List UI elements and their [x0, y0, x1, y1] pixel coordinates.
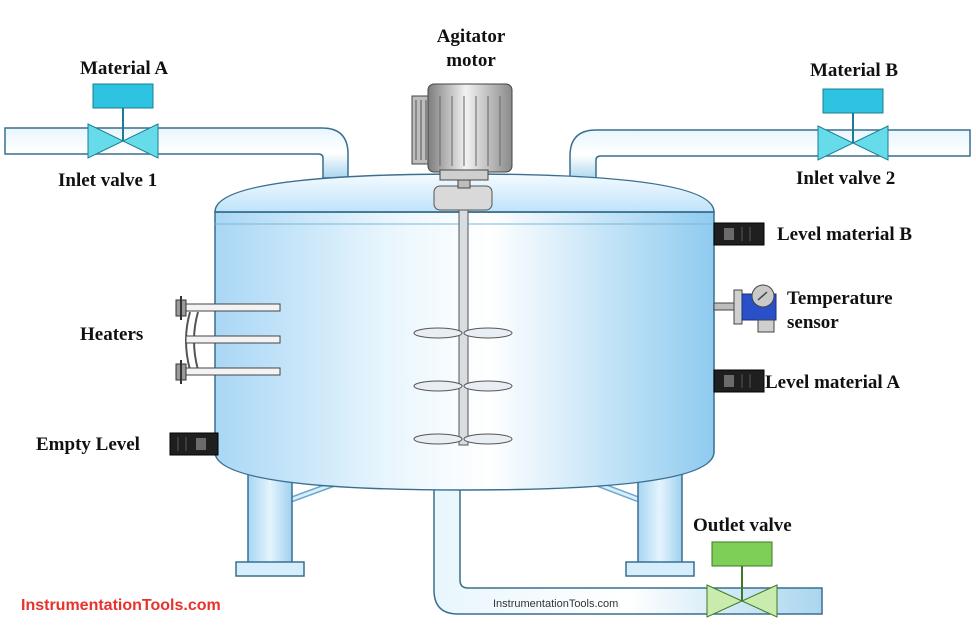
inlet-valve-1 — [87, 83, 159, 159]
agitator-motor-label: Agitator motor — [416, 25, 526, 73]
agitator — [413, 185, 513, 446]
heaters — [175, 296, 281, 384]
inlet-valve-2 — [817, 88, 889, 161]
inlet-valve-2-label: Inlet valve 2 — [796, 168, 896, 189]
agitator-motor-label-line2: motor — [446, 50, 496, 71]
outlet-valve-label: Outlet valve — [693, 515, 792, 536]
watermark-main: InstrumentationTools.com — [21, 597, 221, 614]
level-material-b-label: Level material B — [777, 224, 913, 245]
level-sensor-material-b — [713, 222, 765, 246]
level-sensor-material-a — [713, 369, 765, 393]
inlet-pipe-b — [569, 129, 971, 181]
material-a-label: Material A — [80, 58, 169, 79]
temperature-sensor-label-line1: Temperature — [787, 288, 893, 309]
impeller-blade-bottom — [413, 433, 513, 445]
impeller-blade-top — [413, 327, 513, 339]
level-sensor-empty — [169, 432, 219, 456]
material-b-label: Material B — [810, 60, 899, 81]
watermark-small: InstrumentationTools.com — [493, 598, 619, 610]
temperature-sensor-label: Temperature sensor — [787, 287, 893, 335]
agitator-motor-label-line1: Agitator — [436, 26, 506, 47]
inlet-valve-1-label: Inlet valve 1 — [58, 170, 158, 191]
level-material-a-label: Level material A — [765, 372, 901, 393]
empty-level-label: Empty Level — [36, 434, 140, 455]
inlet-pipe-a — [4, 127, 349, 179]
heaters-label: Heaters — [80, 324, 144, 345]
impeller-blade-middle — [413, 380, 513, 392]
temperature-sensor — [713, 284, 777, 333]
temperature-sensor-label-line2: sensor — [787, 312, 839, 333]
outlet-pipe — [433, 487, 823, 615]
agitator-motor — [411, 83, 513, 189]
outlet-valve — [706, 541, 778, 618]
